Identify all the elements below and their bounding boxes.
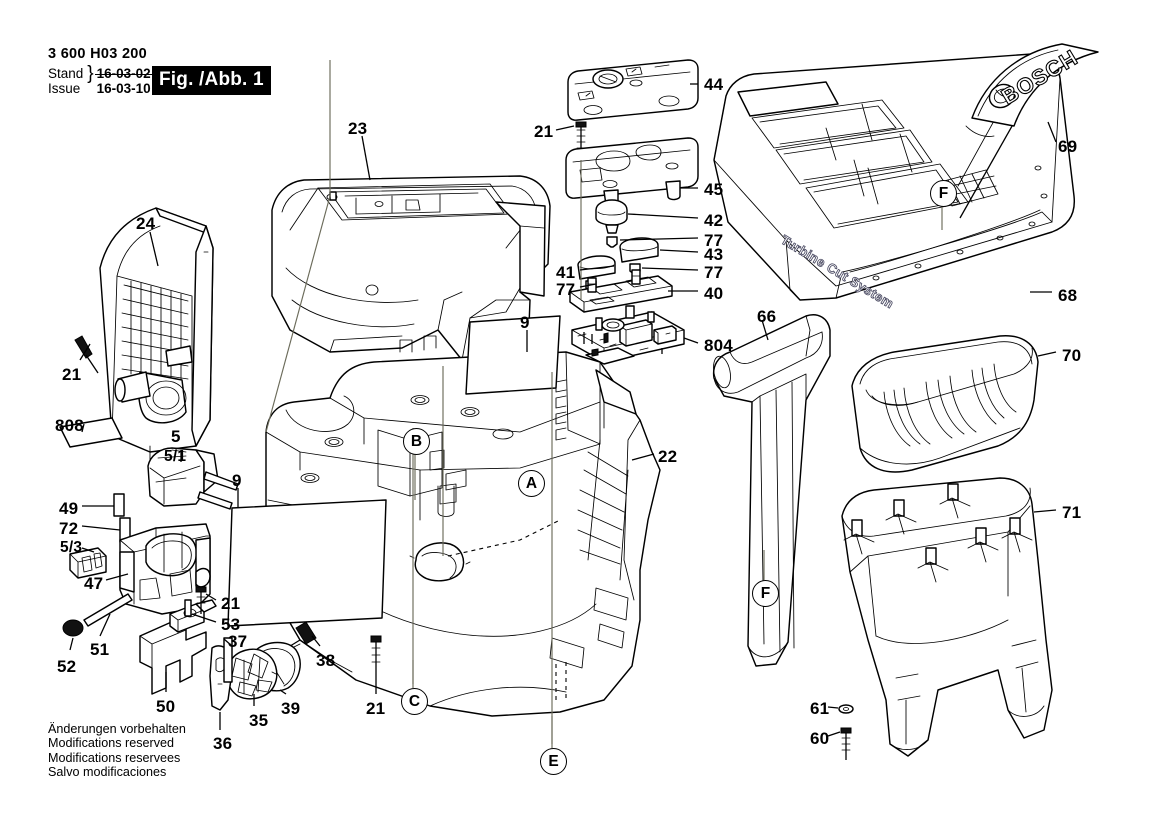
part-77-clip-a — [606, 236, 618, 248]
part-43-cap — [619, 237, 659, 263]
callout-41: 41 — [556, 263, 576, 282]
part-66-plunger — [712, 314, 831, 667]
assembly-leaders — [265, 60, 582, 744]
callout-77: 77 — [704, 231, 724, 250]
part-5-mains-plug — [147, 447, 239, 510]
reference-letter-A: A — [518, 470, 545, 497]
callout-9: 9 — [520, 313, 530, 332]
callout-21: 21 — [221, 594, 241, 613]
part-9-label-upper — [465, 315, 561, 395]
callout-72: 72 — [59, 519, 79, 538]
revision-labels: Stand Issue — [48, 66, 83, 96]
part-42-knob — [595, 199, 628, 234]
callout-70: 70 — [1062, 346, 1082, 365]
callout-71: 71 — [1062, 503, 1082, 522]
callout-50: 50 — [156, 697, 176, 716]
callout-43: 43 — [704, 245, 724, 264]
callout-leaders — [69, 83, 1057, 737]
callout-21: 21 — [366, 699, 386, 718]
disclaimer-en: Modifications reserved — [48, 736, 174, 751]
part-71-posts — [843, 483, 1033, 583]
callout-66: 66 — [757, 307, 777, 326]
callout-23: 23 — [348, 119, 368, 138]
callout-5: 5 — [171, 427, 181, 446]
reference-letter-F: F — [930, 180, 957, 207]
callout-49: 49 — [59, 499, 79, 518]
disclaimer-fr: Modifications reservees — [48, 750, 181, 765]
reference-letter-E: E — [540, 748, 567, 775]
part-number: 3 600 H03 200 — [48, 46, 148, 62]
callout-40: 40 — [704, 284, 724, 303]
part-44-panel-cover — [567, 59, 699, 121]
part-51-rod — [83, 593, 133, 627]
callout-804: 804 — [704, 336, 733, 355]
part-808-rating-label — [59, 417, 123, 448]
callout-61: 61 — [810, 699, 830, 718]
part-50-bracket — [139, 599, 217, 695]
callout-77: 77 — [556, 280, 576, 299]
callout-45: 45 — [704, 180, 724, 199]
part-35-gear — [226, 648, 278, 700]
date-superseded: 16-03-02 — [94, 66, 153, 81]
brace-glyph: } — [87, 63, 94, 84]
part-52-end-cap — [62, 619, 84, 637]
callout-5-1: 5/1 — [164, 448, 187, 465]
reference-letter-B: B — [403, 428, 430, 455]
part-61-washer — [838, 704, 854, 714]
revision-dates: 16-03-02 16-03-10 — [94, 66, 153, 96]
callout-5-3: 5/3 — [60, 539, 83, 556]
figure-badge: Fig. /Abb. 1 — [152, 66, 271, 95]
label-stand: Stand — [48, 66, 84, 81]
reference-letter-C: C — [401, 688, 428, 715]
callout-60: 60 — [810, 729, 830, 748]
callout-77: 77 — [704, 263, 724, 282]
callout-42: 42 — [704, 211, 724, 230]
callout-9: 9 — [232, 471, 242, 490]
part-21-screw-carrier — [195, 586, 207, 614]
callout-53: 53 — [221, 615, 241, 634]
part-40-switch-housing — [569, 269, 673, 313]
callout-44: 44 — [704, 75, 724, 94]
part-5-3-terminal — [69, 547, 107, 579]
callout-36: 36 — [213, 734, 233, 753]
callout-38: 38 — [316, 651, 336, 670]
callout-808: 808 — [55, 416, 84, 435]
part-70-hopper — [851, 335, 1039, 473]
label-issue: Issue — [48, 81, 81, 96]
callout-39: 39 — [281, 699, 301, 718]
callout-69: 69 — [1058, 137, 1078, 156]
revision-block: Stand Issue } 16-03-02 16-03-10 — [48, 63, 153, 96]
callout-52: 52 — [57, 657, 77, 676]
part-47-switch-carrier — [119, 523, 211, 615]
callout-22: 22 — [658, 447, 678, 466]
callout-47: 47 — [84, 574, 104, 593]
disclaimer-de: Änderungen vorbehalten — [48, 722, 186, 736]
part-21-screw-housing — [370, 635, 382, 682]
part-71-base-stand — [841, 477, 1053, 757]
part-45-panel-base — [565, 137, 699, 209]
disclaimer-es: Salvo modificaciones — [48, 765, 167, 780]
callout-35: 35 — [249, 711, 269, 730]
part-9-label-lower — [227, 499, 387, 627]
part-60-screw — [840, 727, 852, 760]
disclaimer-block: Änderungen vorbehalten Modifications res… — [48, 722, 186, 780]
part-37-pin — [223, 637, 233, 683]
callout-68: 68 — [1058, 286, 1078, 305]
callout-24: 24 — [136, 214, 156, 233]
callout-21: 21 — [62, 365, 82, 384]
reference-letter-F: F — [752, 580, 779, 607]
sheet-header: 3 600 H03 200 Stand Issue } 16-03-02 16-… — [48, 46, 153, 96]
part-21-screw-cover — [74, 335, 99, 374]
part-53-pin — [184, 599, 192, 617]
part-804-pcb — [571, 305, 685, 365]
date-current: 16-03-10 — [96, 81, 151, 96]
part-69-bosch-badge — [971, 43, 1099, 127]
callout-51: 51 — [90, 640, 110, 659]
part-49-pin — [113, 493, 125, 517]
part-24-side-cover — [99, 207, 214, 463]
callout-37: 37 — [228, 632, 248, 651]
callout-21: 21 — [534, 122, 554, 141]
